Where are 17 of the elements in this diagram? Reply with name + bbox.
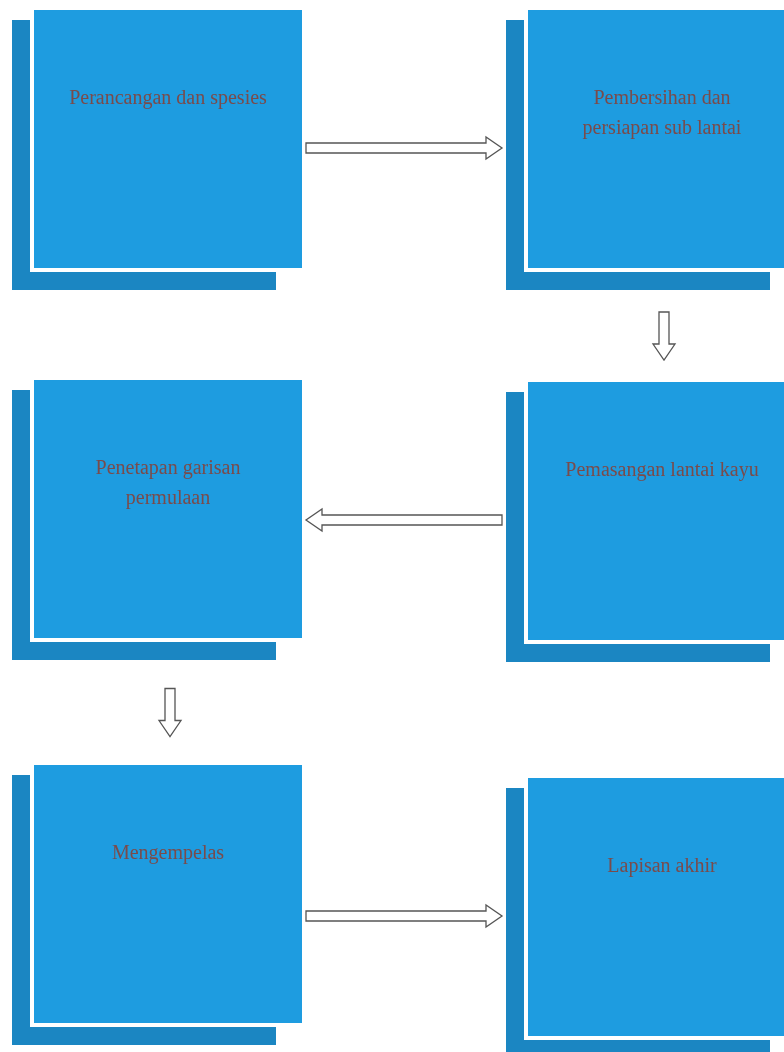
arrow: [304, 507, 503, 533]
step-label: Pemasangan lantai kayu: [565, 457, 759, 483]
process-box: [528, 778, 784, 1036]
process-box: [34, 380, 302, 638]
process-box: [528, 382, 784, 640]
step-label: Lapisan akhir: [607, 853, 717, 879]
step-label: Penetapan garisan permulaan: [94, 455, 242, 511]
arrow: [157, 687, 183, 738]
arrow: [651, 311, 677, 362]
step-label: Pembersihan dan persiapan sub lantai: [581, 85, 743, 141]
arrow: [305, 135, 504, 161]
process-box: [34, 10, 302, 268]
process-box: [34, 765, 302, 1023]
arrow: [305, 903, 504, 929]
step-label: Mengempelas: [111, 840, 225, 866]
step-label: Perancangan dan spesies: [69, 85, 267, 111]
process-box: [528, 10, 784, 268]
